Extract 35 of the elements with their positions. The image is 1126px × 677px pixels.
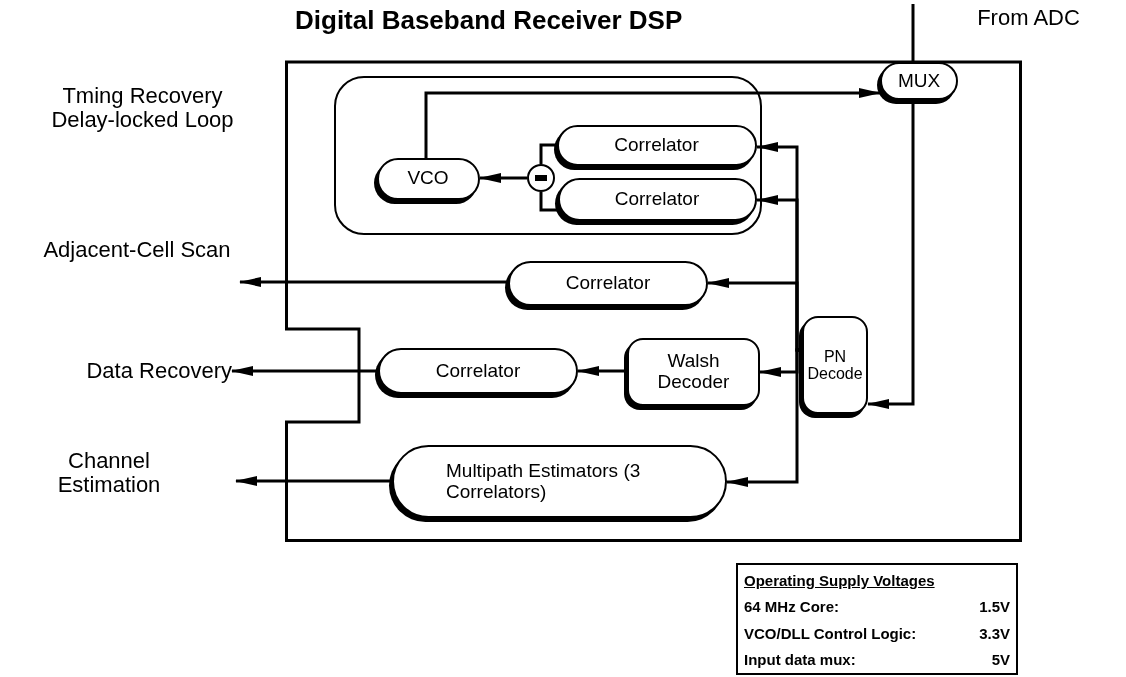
table-cell-text: Operating Supply Voltages: [744, 571, 936, 589]
node-label: Correlator: [614, 134, 699, 156]
node-label: PN Decode: [806, 347, 864, 383]
node-label: Adjacent-Cell Scan: [43, 238, 231, 262]
connector-line: [539, 192, 558, 212]
loop-caption: Tming Recovery Delay-locked Loop: [50, 84, 235, 132]
connector-line: [539, 143, 557, 164]
connector-line: [911, 4, 915, 62]
arrow: [239, 277, 508, 287]
arrow: [235, 476, 392, 486]
table-cell: 3.3V: [979, 624, 1010, 642]
node-label: MUX: [897, 70, 941, 92]
node-label: Multipath Estimators (3 Correlators): [446, 461, 642, 502]
block-heading: Digital Baseband Receiver DSP: [295, 6, 683, 35]
table-cell-text: Input data mux:: [744, 651, 857, 669]
arrow: [479, 173, 527, 183]
node-label: Data Recovery: [86, 359, 232, 383]
loop-region: [334, 76, 762, 235]
arrow: [707, 278, 802, 352]
table-cell-text: 64 MHz Core:: [744, 598, 841, 616]
arrow: [231, 366, 378, 376]
node-label: Correlator: [435, 360, 521, 382]
node-label: VCO: [407, 168, 449, 189]
table-cell-text: VCO/DLL Control Logic:: [744, 624, 918, 642]
arrow: [726, 348, 802, 487]
node-label: Correlator: [614, 188, 700, 210]
node-label: Channel Estimation: [56, 449, 162, 497]
subtractor-circle: [526, 163, 555, 192]
arrow: [424, 88, 881, 158]
table-cell: 1.5V: [979, 598, 1010, 616]
node-label: From ADC: [977, 6, 1080, 30]
node-label: Correlator: [565, 273, 651, 294]
table-cell-text: 5V: [990, 651, 1010, 669]
arrow: [577, 366, 627, 376]
node-label: Walsh Decoder: [656, 351, 731, 393]
